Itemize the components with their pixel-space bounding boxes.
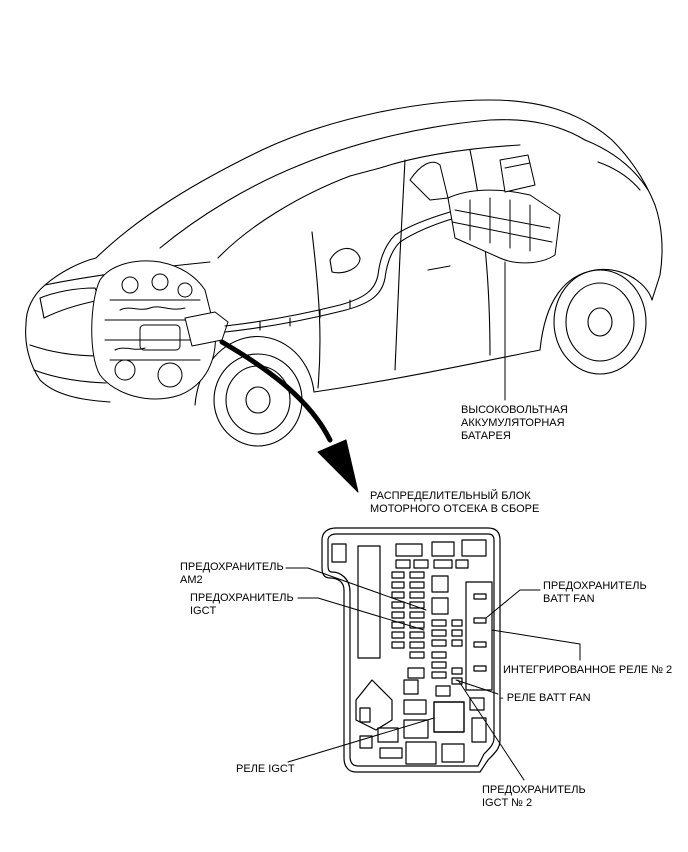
integrated-relay-label: ИНТЕГРИРОВАННОЕ РЕЛЕ № 2 xyxy=(503,664,672,677)
fuse-igct-label-line-1: ПРЕДОХРАНИТЕЛЬ xyxy=(190,592,294,604)
fuse-igct-label-line-2: IGCT xyxy=(190,605,217,617)
fuse-am2-label-line-1: ПРЕДОХРАНИТЕЛЬ xyxy=(180,561,284,573)
relay-igct-label-text: РЕЛЕ IGCT xyxy=(236,763,295,775)
hv-battery-label-line-1: ВЫСОКОВОЛЬТНАЯ xyxy=(461,404,568,416)
hv-battery-illustration xyxy=(409,154,561,264)
relay-igct-label: РЕЛЕ IGCT xyxy=(236,763,295,776)
hv-battery-label-line-2: АККУМУЛЯТОРНАЯ xyxy=(461,417,565,429)
hv-battery-label: ВЫСОКОВОЛЬТНАЯ АККУМУЛЯТОРНАЯ БАТАРЕЯ xyxy=(461,404,568,443)
relay-block-label-line-2: МОТОРНОГО ОТСЕКА В СБОРЕ xyxy=(370,503,540,515)
engine-room-relay-block xyxy=(321,527,501,773)
fuse-batt-fan-label-line-2: BATT FAN xyxy=(543,593,595,605)
fuse-batt-fan-label: ПРЕДОХРАНИТЕЛЬ BATT FAN xyxy=(543,580,647,606)
fuse-am2-label-line-2: AM2 xyxy=(180,574,203,586)
integrated-relay-label-text: ИНТЕГРИРОВАННОЕ РЕЛЕ № 2 xyxy=(503,664,673,676)
fuse-igct-2-label: ПРЕДОХРАНИТЕЛЬ IGCT № 2 xyxy=(482,784,586,810)
hv-battery-label-line-3: БАТАРЕЯ xyxy=(461,430,511,442)
relay-block-label: РАСПРЕДЕЛИТЕЛЬНЫЙ БЛОК МОТОРНОГО ОТСЕКА … xyxy=(370,490,539,516)
callout-arrow xyxy=(219,339,359,493)
fuse-am2-label: ПРЕДОХРАНИТЕЛЬ AM2 xyxy=(180,561,284,587)
fuse-igct-label: ПРЕДОХРАНИТЕЛЬ IGCT xyxy=(190,592,294,618)
relay-batt-fan-label: - РЕЛЕ BATT FAN xyxy=(500,692,591,705)
relay-block-label-line-1: РАСПРЕДЕЛИТЕЛЬНЫЙ БЛОК xyxy=(370,490,531,502)
hv-cable xyxy=(224,211,456,333)
fuse-igct-2-label-line-2: IGCT № 2 xyxy=(482,797,533,809)
leader-lines xyxy=(285,567,581,781)
engine-illustration xyxy=(91,260,229,400)
fuse-batt-fan-label-line-1: ПРЕДОХРАНИТЕЛЬ xyxy=(543,580,647,592)
relay-batt-fan-label-text: - РЕЛЕ BATT FAN xyxy=(500,692,591,704)
fuse-igct-2-label-line-1: ПРЕДОХРАНИТЕЛЬ xyxy=(482,784,586,796)
